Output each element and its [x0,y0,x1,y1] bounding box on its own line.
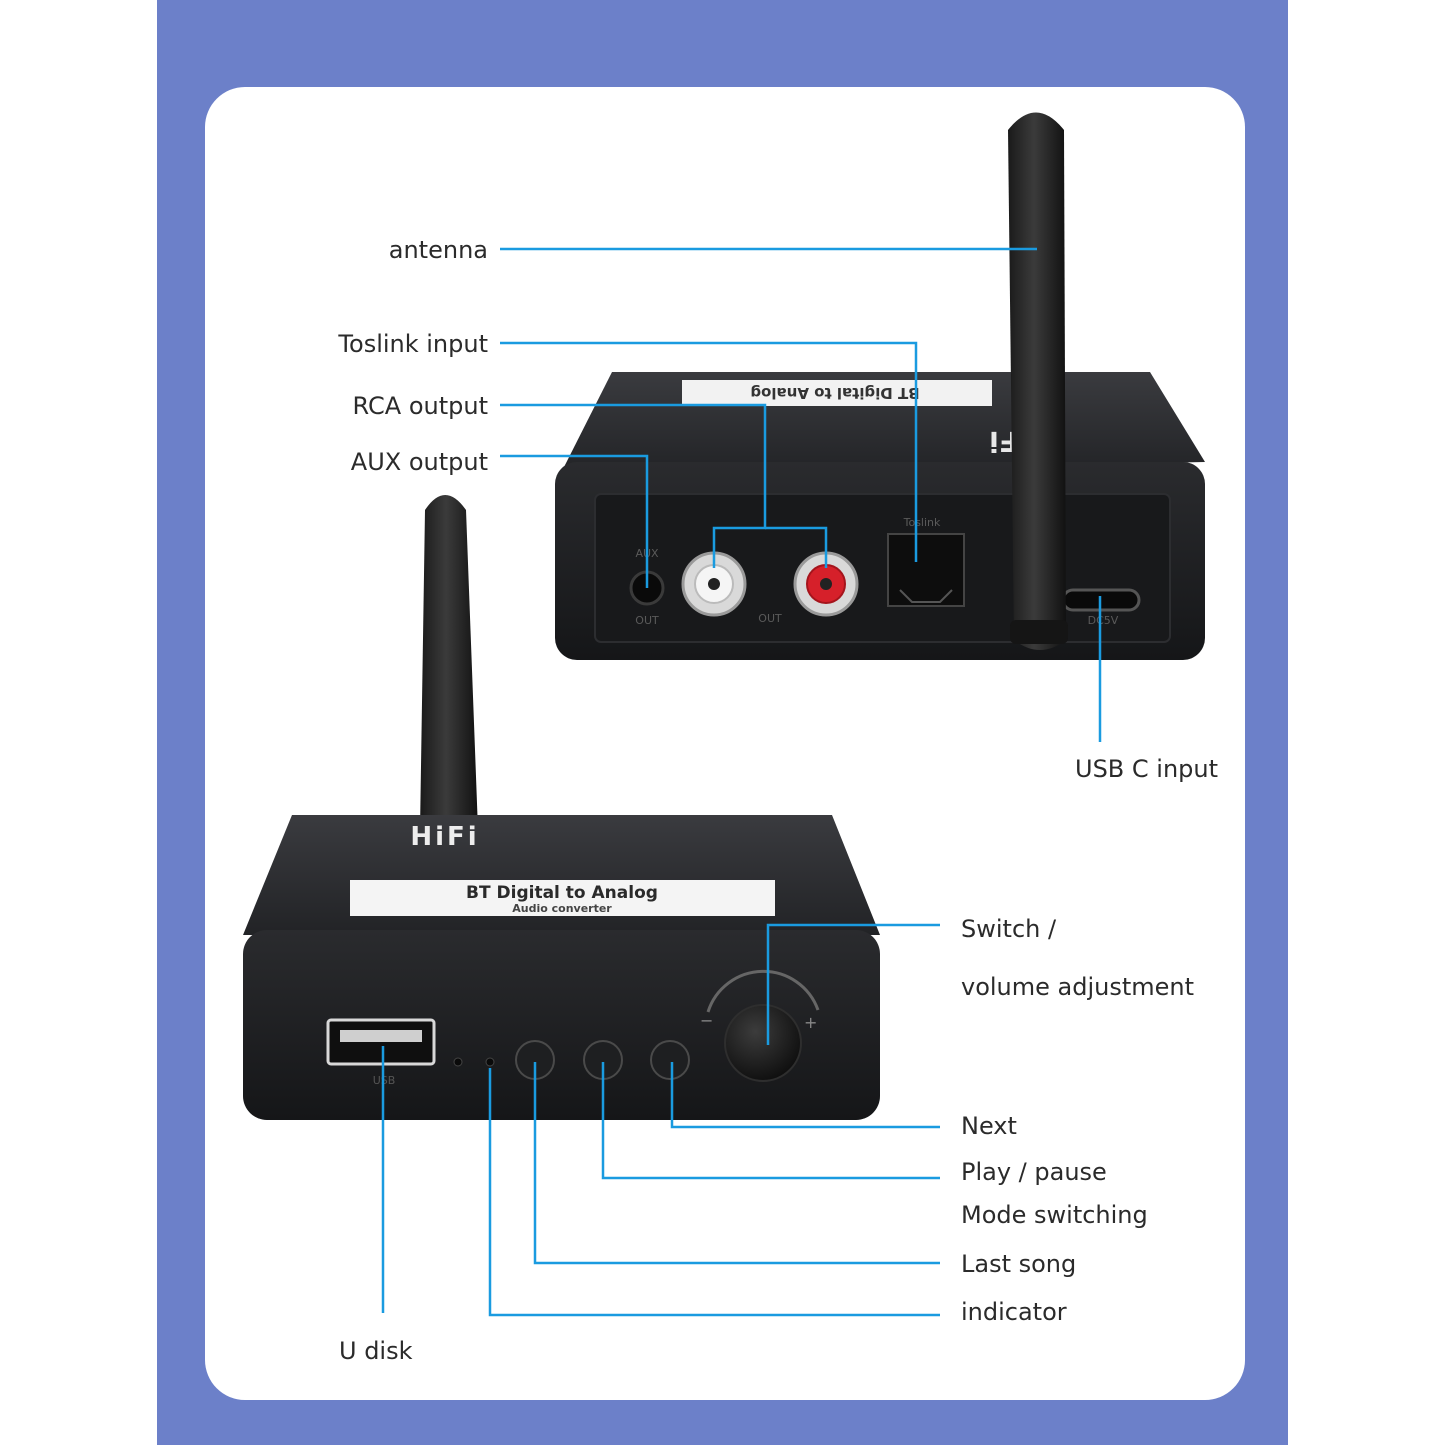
callout-play-pause: Play / pause [961,1158,1107,1186]
rca-leader-branch [765,526,828,568]
aux-out-label: OUT [635,614,659,627]
dc-port-label: DC5V [1088,614,1119,627]
callout-usb-c-input: USB C input [1075,755,1219,783]
switch-leader [766,923,940,1045]
callout-u-disk: U disk [339,1337,413,1365]
svg-text:BT Digital to Analog: BT Digital to Analog [750,384,919,402]
diagram-card [205,87,1245,1400]
front-antenna-icon [420,495,478,830]
label-title: BT Digital to Analog [466,883,658,903]
callout-next: Next [961,1112,1017,1140]
next-leader [670,1062,940,1129]
rca-out-label: OUT [758,612,782,625]
indicator-leader [488,1068,940,1317]
label-subtitle: Audio converter [512,902,612,915]
back-antenna-icon [1008,112,1066,650]
indicator-led-icon [485,1057,495,1067]
svg-text:+: + [804,1013,817,1032]
callout-toslink-input: Toslink input [338,330,488,358]
aux-leader [500,454,649,588]
front-label-plate [350,880,775,916]
front-device: HiFi BT Digital to Analog Audio converte… [243,495,880,1120]
toslink-leader [500,341,918,562]
toslink-port-icon [887,533,965,607]
back-label-plate [682,380,992,406]
play-leader [601,1062,940,1180]
callout-antenna: antenna [388,236,488,264]
callout-switch: Switch / [961,915,1057,943]
hifi-logo: HiFi [410,822,479,852]
led-icon [453,1057,463,1067]
toslink-port-label: Toslink [903,516,941,529]
next-button[interactable] [650,1040,690,1080]
callout-rca-output: RCA output [352,392,488,420]
back-device: BT Digital to Analog HiFi AUX OUT OUT To… [555,112,1205,660]
callout-last-song: Last song [961,1250,1077,1278]
callout-mode-switching: Mode switching [961,1201,1148,1229]
volume-knob[interactable] [724,1004,802,1082]
callout-aux-output: AUX output [350,448,488,476]
callout-volume-adjustment: volume adjustment [961,973,1195,1001]
callout-indicator: indicator [961,1298,1067,1326]
last-leader [533,1062,940,1265]
svg-text:−: − [700,1011,713,1030]
front-device-body [243,930,880,1120]
leader-lines [381,247,1102,1317]
